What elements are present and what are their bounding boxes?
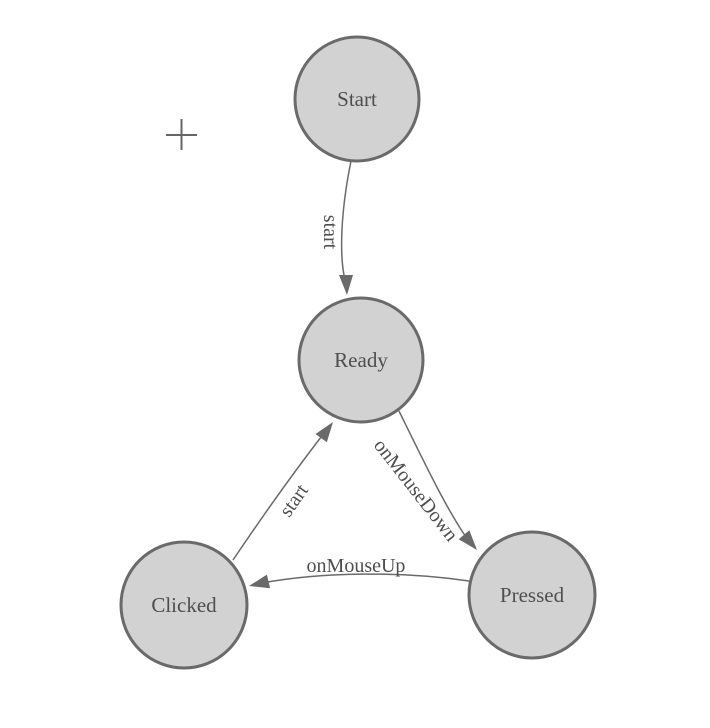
transition-clicked-to-ready[interactable]: start [232,422,333,561]
transition-label-onmouseup: onMouseUp [307,555,406,577]
transition-path-start-to-ready[interactable] [340,160,352,281]
arrowhead-into-ready-top [339,275,353,295]
state-node-pressed[interactable]: Pressed [467,530,597,660]
arrowhead-into-pressed [458,530,477,550]
state-circle-clicked[interactable] [119,540,249,670]
state-node-ready[interactable]: Ready [297,296,425,424]
arrowhead-into-ready-bottom [315,422,333,443]
transition-start-to-ready[interactable]: start [319,160,353,295]
transition-path-clicked-to-ready[interactable] [232,431,326,561]
state-label-ready: Ready [334,348,388,372]
transition-label-onmousedown: onMouseDown [369,435,462,546]
transition-path-pressed-to-clicked[interactable] [261,573,470,584]
state-label-start: Start [337,87,377,111]
state-circle-start[interactable] [293,35,421,163]
state-node-clicked[interactable]: Clicked [119,540,249,670]
transition-label-start-bottom: start [275,480,313,521]
state-node-start[interactable]: Start [293,35,421,163]
state-circle-pressed[interactable] [467,530,597,660]
state-label-clicked: Clicked [151,593,217,617]
transition-path-ready-to-pressed[interactable] [398,410,467,538]
arrowhead-into-clicked [249,574,271,589]
transition-label-start-top: start [319,215,341,250]
plus-crosshair-icon [166,119,197,150]
state-label-pressed: Pressed [500,583,565,607]
state-circle-ready[interactable] [297,296,425,424]
transition-ready-to-pressed[interactable]: onMouseDown [369,410,477,550]
transition-pressed-to-clicked[interactable]: onMouseUp [249,555,470,589]
